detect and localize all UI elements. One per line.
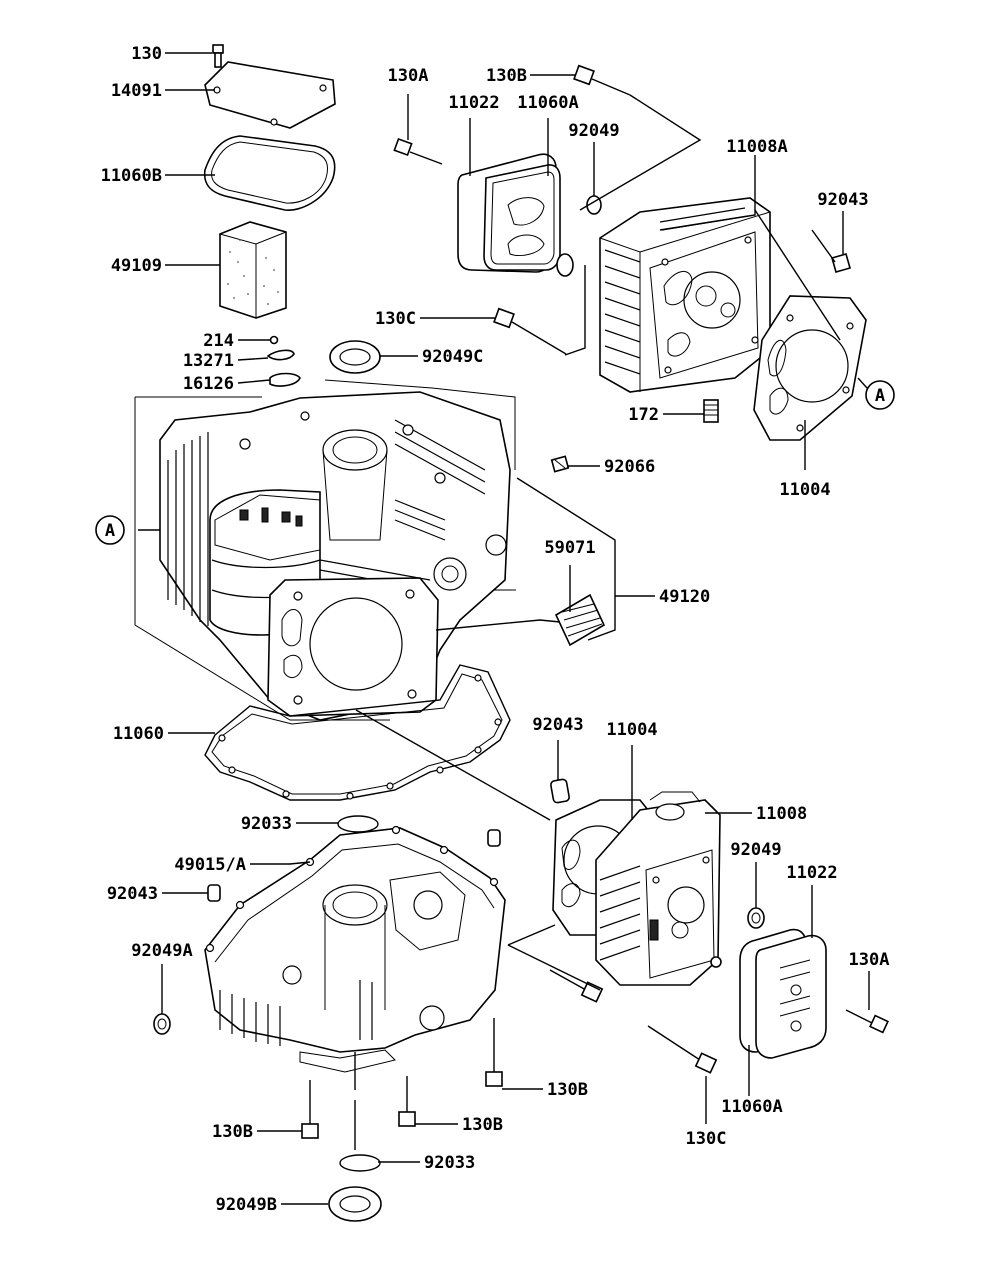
seal-92049-bottom-part xyxy=(747,907,765,929)
oil-seal-92049B-part xyxy=(328,1186,382,1222)
oring-92033-top-part xyxy=(337,815,379,833)
label-14091: 14091 xyxy=(111,81,162,101)
label-130B-left: 130B xyxy=(212,1122,253,1142)
label-92049-top: 92049 xyxy=(568,121,619,141)
filter-element-49109-part xyxy=(219,221,287,319)
bolt-130B-mid-part xyxy=(485,1018,503,1087)
bolt-130A-bottom-part xyxy=(845,1009,889,1034)
label-11022-bottom: 11022 xyxy=(786,863,837,883)
bolt-130B-left-part xyxy=(301,1080,319,1139)
label-49109: 49109 xyxy=(111,256,162,276)
bolt-130A-top-part xyxy=(393,137,443,165)
gasket-11060-part xyxy=(204,664,511,801)
label-92049-bottom: 92049 xyxy=(730,840,781,860)
breather-cover-group xyxy=(203,44,336,319)
crankcase-49120-part xyxy=(159,391,511,721)
cylinder-head-11008-group xyxy=(549,778,889,1074)
spring-59071-part xyxy=(554,593,606,647)
crankcase-cover-group xyxy=(153,815,506,1222)
marker-a-right-text: A xyxy=(875,386,885,406)
oring-92033-bottom-part xyxy=(339,1154,381,1172)
label-16126: 16126 xyxy=(183,374,234,394)
pin-172-part xyxy=(703,399,719,423)
dowel-92043-mid-part xyxy=(550,778,570,804)
crankcase-group xyxy=(134,379,606,801)
cylinder-head-11008-part xyxy=(595,791,722,986)
label-214: 214 xyxy=(203,331,234,351)
label-11060: 11060 xyxy=(113,724,164,744)
label-49015A: 49015/A xyxy=(174,855,246,875)
label-13271: 13271 xyxy=(183,351,234,371)
label-92033-top: 92033 xyxy=(241,814,292,834)
label-49120: 49120 xyxy=(659,587,710,607)
leader-lines xyxy=(138,52,870,1205)
label-92043-mid: 92043 xyxy=(532,715,583,735)
label-130-top: 130 xyxy=(131,44,162,64)
bolt-130B-top-part xyxy=(573,64,631,96)
bolt-130C-top-part xyxy=(493,307,567,355)
label-11022-top: 11022 xyxy=(448,93,499,113)
reference-marker-a-right: A xyxy=(857,377,895,410)
head-gasket-11004-top-part xyxy=(753,295,867,441)
bolt-130B-low-part xyxy=(398,1076,416,1127)
label-92043-top: 92043 xyxy=(817,190,868,210)
label-130A-top: 130A xyxy=(388,66,429,86)
cover-plate-14091-part xyxy=(204,61,336,129)
cylinder-head-11008A-part xyxy=(599,197,771,393)
label-92049C: 92049C xyxy=(422,347,483,367)
label-92043-left: 92043 xyxy=(107,884,158,904)
seal-92049-top-part xyxy=(556,195,602,277)
valve-cover-11022-bottom-part xyxy=(755,934,827,1059)
label-11004-top: 11004 xyxy=(779,480,830,500)
dowel-92043-top-part xyxy=(831,253,851,273)
breather-small-parts xyxy=(266,335,301,387)
plug-92066-part xyxy=(550,455,570,473)
bolt-130B-right-part xyxy=(549,969,604,1003)
label-11008: 11008 xyxy=(756,804,807,824)
label-59071: 59071 xyxy=(544,538,595,558)
label-11060A-bottom: 11060A xyxy=(721,1097,782,1117)
label-11008A: 11008A xyxy=(726,137,787,157)
label-172: 172 xyxy=(628,405,659,425)
label-11060B: 11060B xyxy=(101,166,162,186)
label-130C-bottom: 130C xyxy=(686,1129,727,1149)
bolt-130-top-part xyxy=(212,44,224,68)
label-130B-right: 130B xyxy=(462,1115,503,1135)
label-92049A: 92049A xyxy=(131,941,192,961)
label-11060A-top: 11060A xyxy=(517,93,578,113)
label-130B-top: 130B xyxy=(486,66,527,86)
label-130B-mid: 130B xyxy=(547,1080,588,1100)
dowel-92043-left-part xyxy=(207,884,221,902)
crankcase-cover-49015A-part xyxy=(204,825,506,1073)
label-92049B: 92049B xyxy=(216,1195,277,1215)
marker-a-left-text: A xyxy=(105,521,115,541)
callout-labels: 130 14091 11060B 49109 130A 130B 11022 1… xyxy=(101,44,890,1215)
label-92066: 92066 xyxy=(604,457,655,477)
label-11004-mid: 11004 xyxy=(606,720,657,740)
label-130C-top: 130C xyxy=(375,309,416,329)
oil-seal-92049C-part xyxy=(329,340,381,374)
seal-92049A-part xyxy=(153,1013,171,1035)
reference-marker-a-left: A xyxy=(95,515,125,545)
bolt-130C-bottom-part xyxy=(647,1025,718,1074)
label-130A-bottom: 130A xyxy=(849,950,890,970)
cylinder-head-11008A-group xyxy=(393,64,867,441)
label-92033-bottom: 92033 xyxy=(424,1153,475,1173)
